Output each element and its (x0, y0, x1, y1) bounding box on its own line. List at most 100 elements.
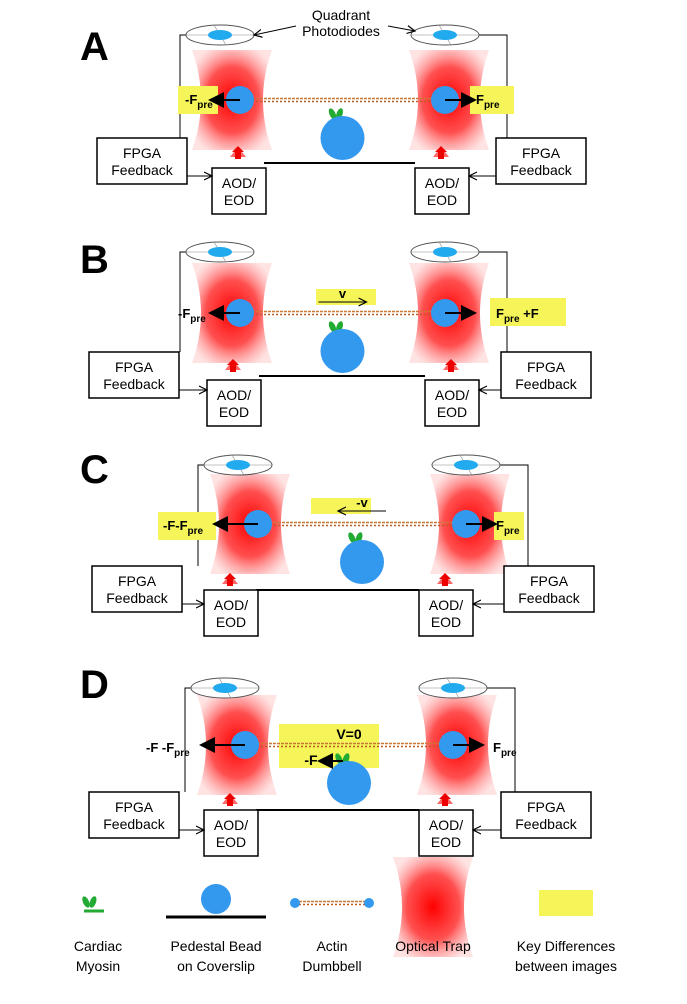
legend-myosin-icon (82, 896, 104, 913)
force-label-left: -Fpre (178, 306, 206, 325)
force-label-left-main: -F-F (163, 518, 188, 533)
pedestal-bead (320, 329, 365, 373)
force-label-left-sub: pre (197, 100, 213, 111)
legend-label-line2: on Coverslip (177, 958, 255, 974)
fpga-box-left-line1: FPGA (115, 359, 154, 375)
photodiode-right-spot (433, 247, 457, 257)
force-label-right: Fpre +F (496, 306, 539, 325)
aod-box-right: AOD/EOD (418, 589, 474, 637)
aod-box-left-line1: AOD/ (217, 387, 251, 403)
aod-box-left-line2: EOD (216, 614, 246, 630)
highlight-center (311, 498, 371, 514)
legend-highlight-icon (539, 890, 593, 916)
aod-box-right-line1: AOD/ (429, 817, 463, 833)
actin-filament (240, 310, 445, 316)
cardiac-myosin-head1 (328, 321, 337, 333)
aod-box-right-frame (418, 589, 474, 637)
legend-dumbbell-bead-left (290, 898, 300, 908)
wire-left (179, 251, 186, 352)
fpga-box-right-line2: Feedback (518, 590, 580, 606)
force-label-right-sub: pre (484, 100, 500, 111)
feedback-arrow-right-core (439, 573, 451, 586)
wire-right (487, 687, 516, 792)
aod-box-right-line1: AOD/ (435, 387, 469, 403)
legend-item-highlight: Key Differences between images (515, 890, 617, 974)
feedback-arrow-left-core (227, 359, 239, 372)
feedback-arrow-left-core (224, 793, 236, 806)
force-label-left: -F -Fpre (146, 740, 190, 759)
aod-box-left-line1: AOD/ (214, 597, 248, 613)
fpga-box-left-line2: Feedback (111, 162, 173, 178)
force-label-left-sub: pre (174, 748, 190, 759)
force-label-right: Fpre (496, 518, 520, 537)
legend-trap-icon (393, 857, 473, 957)
force-label-right-sub: pre (504, 526, 520, 537)
feedback-arrow-right-core (439, 793, 451, 806)
fpga-box-right-line2: Feedback (510, 162, 572, 178)
photodiode-left-spot (213, 683, 237, 693)
panel-letter: D (80, 663, 109, 707)
feedback-arrow-left (222, 793, 238, 806)
force-label-left-main: -F -F (146, 740, 174, 755)
fpga-box-right-frame (495, 137, 587, 185)
force-label-right: Fpre (476, 92, 500, 111)
photodiode-left-spot (208, 247, 232, 257)
force-label-left: -F-Fpre (163, 518, 204, 537)
actin-filament (245, 742, 453, 748)
feedback-arrow-left-core (232, 146, 244, 159)
aod-box-left: AOD/EOD (203, 589, 259, 637)
legend-item-trap: Optical Trap (393, 857, 473, 957)
photodiode-right-spot (441, 683, 465, 693)
force-label-left: -Fpre (185, 92, 213, 111)
legend-label-line2: Dumbbell (302, 958, 361, 974)
aod-box-left-frame (211, 167, 267, 215)
wire-left (184, 687, 191, 792)
aod-box-right: AOD/EOD (414, 167, 470, 215)
velocity-label: -v (356, 495, 368, 510)
aod-box-left-frame (206, 379, 262, 427)
cardiac-myosin-head1 (328, 108, 337, 120)
legend-label-line1: Key Differences (517, 938, 616, 954)
photodiode-left (190, 677, 260, 699)
fpga-box-right-line2: Feedback (515, 376, 577, 392)
pedestal-bead (327, 761, 371, 805)
legend-label-line1: Cardiac (74, 938, 122, 954)
force-label-left-main: -F (178, 306, 190, 321)
feedback-arrow-left (222, 573, 238, 586)
photodiode-right (418, 677, 488, 699)
legend-label-line2: between images (515, 958, 617, 974)
feedback-arrow-left-core (224, 573, 236, 586)
photodiode-left (203, 454, 273, 476)
force-label-right-suffix: +F (520, 306, 539, 321)
feedback-arrow-right (443, 359, 459, 372)
panel-letter: A (80, 25, 109, 69)
velocity-label: v (339, 286, 347, 301)
fpga-box-left-line1: FPGA (118, 573, 157, 589)
legend-bead-icon (201, 884, 231, 914)
feedback-arrow-right (433, 146, 449, 159)
force-label-left-sub: pre (190, 314, 206, 325)
legend-label-line1: Actin (316, 938, 347, 954)
feedback-arrow-left (225, 359, 241, 372)
photodiode-title-line1: Quadrant (312, 7, 370, 23)
legend-dumbbell-bead-right (364, 898, 374, 908)
aod-box-left-line1: AOD/ (214, 817, 248, 833)
aod-box-right-line2: EOD (437, 404, 467, 420)
fpga-box-right-frame (500, 351, 592, 399)
aod-box-left-line2: EOD (224, 192, 254, 208)
highlight-left (158, 512, 216, 540)
force-label-left-sub: pre (188, 526, 204, 537)
force-label-right-sub: pre (504, 314, 520, 325)
fpga-box-left-line2: Feedback (103, 816, 165, 832)
highlight-right (470, 86, 514, 114)
